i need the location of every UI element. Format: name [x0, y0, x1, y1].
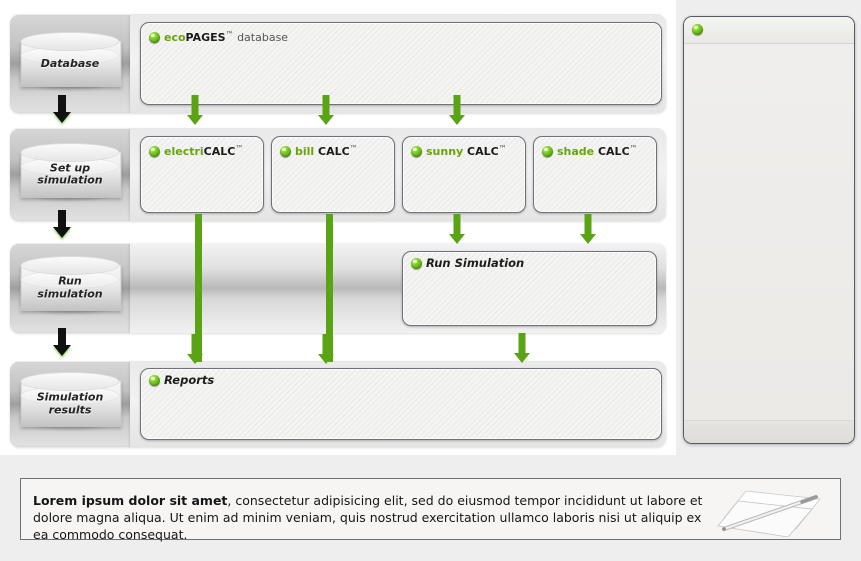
- panel-reports-title: Reports: [149, 374, 214, 387]
- panel-shadecalc-title: shade CALC™: [542, 142, 638, 158]
- side-panel[interactable]: [683, 16, 855, 444]
- side-panel-header: [684, 17, 854, 44]
- database-cylinder-icon: Database: [20, 31, 122, 96]
- note-box: Lorem ipsum dolor sit amet, consectetur …: [20, 478, 841, 543]
- row-simulation-results: Simulation results Reports: [10, 361, 666, 447]
- stage-simulation-results[interactable]: Simulation results: [10, 361, 130, 447]
- stage-setup-simulation-label: Set up simulation: [37, 161, 103, 187]
- green-dot-icon: [149, 146, 160, 157]
- side-panel-footer: [684, 420, 854, 443]
- panel-billcalc-title: bill CALC™: [280, 142, 358, 158]
- stage-database[interactable]: Database: [10, 14, 130, 113]
- connector-electricalc-line: [195, 214, 202, 362]
- stage-simulation-results-label: Simulation results: [36, 390, 104, 416]
- row-run-simulation: Run simulation Run Simulation: [10, 243, 666, 333]
- side-panel-body[interactable]: [684, 44, 854, 421]
- panel-ecopages-database[interactable]: ecoPAGES™ database: [140, 22, 662, 105]
- green-dot-icon: [280, 146, 291, 157]
- panel-reports[interactable]: Reports: [140, 368, 662, 440]
- panel-sunnycalc-title: sunny CALC™: [411, 142, 507, 158]
- panel-run-simulation-title: Run Simulation: [411, 257, 524, 270]
- green-dot-icon: [149, 375, 160, 386]
- stage-run-simulation-label: Run simulation: [37, 274, 103, 300]
- panel-run-simulation[interactable]: Run Simulation: [402, 251, 657, 326]
- workflow-diagram: Database ecoPAGES™ database Set up simul…: [0, 0, 676, 455]
- stage-setup-simulation[interactable]: Set up simulation: [10, 128, 130, 221]
- row-database: Database ecoPAGES™ database: [10, 14, 666, 113]
- panel-electricalc-title: electriCALC™: [149, 142, 243, 158]
- panel-billcalc[interactable]: bill CALC™: [271, 136, 395, 213]
- run-cylinder-icon: Run simulation: [20, 256, 122, 320]
- stage-database-label: Database: [40, 56, 100, 70]
- panel-electricalc[interactable]: electriCALC™: [140, 136, 264, 213]
- stage-run-simulation[interactable]: Run simulation: [10, 243, 130, 333]
- row-setup-simulation: Set up simulation electriCALC™ bill CALC…: [10, 128, 666, 221]
- setup-cylinder-icon: Set up simulation: [20, 142, 122, 207]
- connector-billcalc-line: [326, 214, 333, 362]
- note-text: Lorem ipsum dolor sit amet, consectetur …: [33, 492, 710, 543]
- results-cylinder-icon: Simulation results: [20, 372, 122, 436]
- green-dot-icon: [411, 258, 422, 269]
- green-dot-icon: [411, 146, 422, 157]
- panel-sunnycalc[interactable]: sunny CALC™: [402, 136, 526, 213]
- green-dot-icon: [542, 146, 553, 157]
- papers-and-pen-icon: [717, 490, 821, 537]
- panel-ecopages-title: ecoPAGES™ database: [149, 28, 288, 44]
- note-text-rest: , consectetur adipisicing elit, sed do e…: [33, 493, 703, 542]
- green-dot-icon: [692, 24, 703, 35]
- panel-shadecalc[interactable]: shade CALC™: [533, 136, 657, 213]
- green-dot-icon: [149, 32, 160, 43]
- note-text-bold: Lorem ipsum dolor sit amet: [33, 493, 228, 508]
